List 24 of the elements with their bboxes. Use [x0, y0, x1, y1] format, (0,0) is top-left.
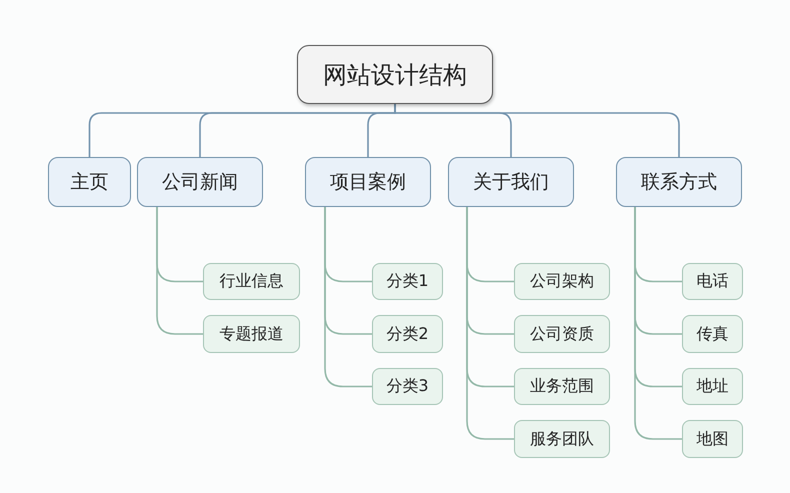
topic-box: 公司新闻: [137, 157, 263, 207]
connector-line: [466, 207, 514, 440]
subtopic-box: 地图: [682, 420, 743, 458]
subtopic-box: 分类2: [372, 315, 443, 353]
subtopic-box: 业务范围: [514, 368, 610, 405]
topic-box: 主页: [48, 157, 131, 207]
connector-line: [394, 104, 680, 157]
subtopic-box: 电话: [682, 263, 743, 300]
subtopic-box: 专题报道: [203, 315, 300, 353]
connector-line: [634, 207, 682, 440]
subtopic-box: 公司资质: [514, 315, 610, 353]
connector-line: [156, 207, 203, 335]
subtopic-box: 公司架构: [514, 263, 610, 300]
connector-line: [324, 207, 372, 388]
topic-box: 联系方式: [616, 157, 742, 207]
root-box: 网站设计结构: [297, 45, 493, 104]
subtopic-box: 行业信息: [203, 263, 300, 300]
subtopic-box: 地址: [682, 368, 743, 405]
topic-box: 项目案例: [305, 157, 431, 207]
subtopic-box: 服务团队: [514, 420, 610, 458]
subtopic-box: 分类1: [372, 263, 443, 300]
topic-box: 关于我们: [448, 157, 574, 207]
subtopic-box: 传真: [682, 315, 743, 353]
subtopic-box: 分类3: [372, 368, 443, 405]
